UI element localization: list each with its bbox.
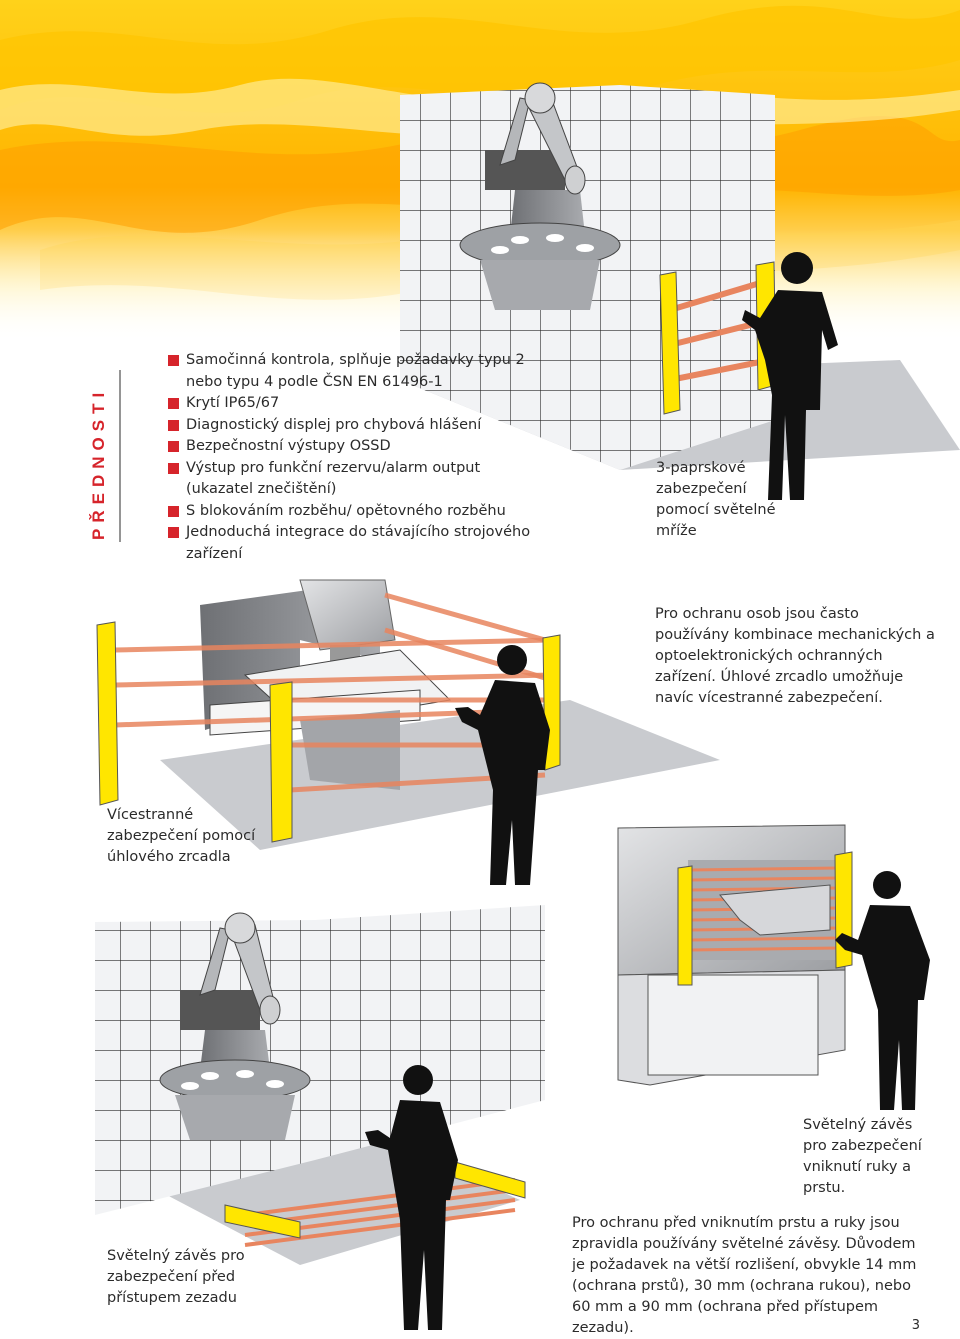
bullet-square: [168, 527, 179, 538]
list-item: Jednoduchá integrace do stávajícího stro…: [168, 522, 548, 565]
page-number: 3: [911, 1318, 920, 1333]
bullet-square: [168, 419, 179, 431]
list-item: Bezpečnostní výstupy OSSD: [168, 436, 548, 458]
person-silhouette: [455, 645, 550, 885]
robot-cell-rear-access: [95, 905, 545, 1330]
person-silhouette: [835, 871, 930, 1110]
caption-multi-side: Vícestranné zabezpečení pomocí úhlového …: [107, 807, 256, 865]
list-item: S blokováním rozběhu/ opětovného rozběhu: [168, 501, 548, 523]
machine-hand-protection: [617, 824, 930, 1110]
robot-arm: [159, 912, 311, 1140]
caption-rear-access: Světelný závěs pro zabezpečení před přís…: [107, 1248, 245, 1306]
caption-finger-hand: Světelný závěs pro zabezpečení vniknutí …: [803, 1117, 922, 1196]
caption-resolution: Pro ochranu před vniknutím prstu a ruky …: [572, 1215, 917, 1336]
bullet-square: [168, 441, 179, 452]
person-silhouette: [365, 1065, 458, 1330]
sidebar-title: PŘEDNOSTI: [89, 387, 108, 540]
person-silhouette: [742, 252, 838, 500]
list-item: Diagnostický displej pro chybová hlášení: [168, 415, 548, 437]
robot-arm: [459, 82, 621, 310]
list-item: Krytí IP65/67: [168, 393, 548, 415]
bullet-square: [168, 398, 179, 409]
bullet-square: [168, 462, 179, 474]
sidebar-label: PŘEDNOSTI: [84, 370, 124, 542]
robot-cell-three-beam: [400, 82, 960, 500]
bullet-square: [168, 355, 179, 366]
press-multi-side: [96, 579, 720, 885]
list-item: Samočinná kontrola, splňuje požadavky ty…: [168, 350, 548, 393]
bullet-square: [168, 505, 179, 517]
feature-list: Samočinná kontrola, splňuje požadavky ty…: [168, 350, 548, 565]
caption-three-beam: 3-paprskové zabezpečení pomocí světelné …: [656, 460, 776, 539]
list-item: Výstup pro funkční rezervu/alarm output …: [168, 458, 548, 501]
caption-combination: Pro ochranu osob jsou často používány ko…: [655, 606, 935, 706]
